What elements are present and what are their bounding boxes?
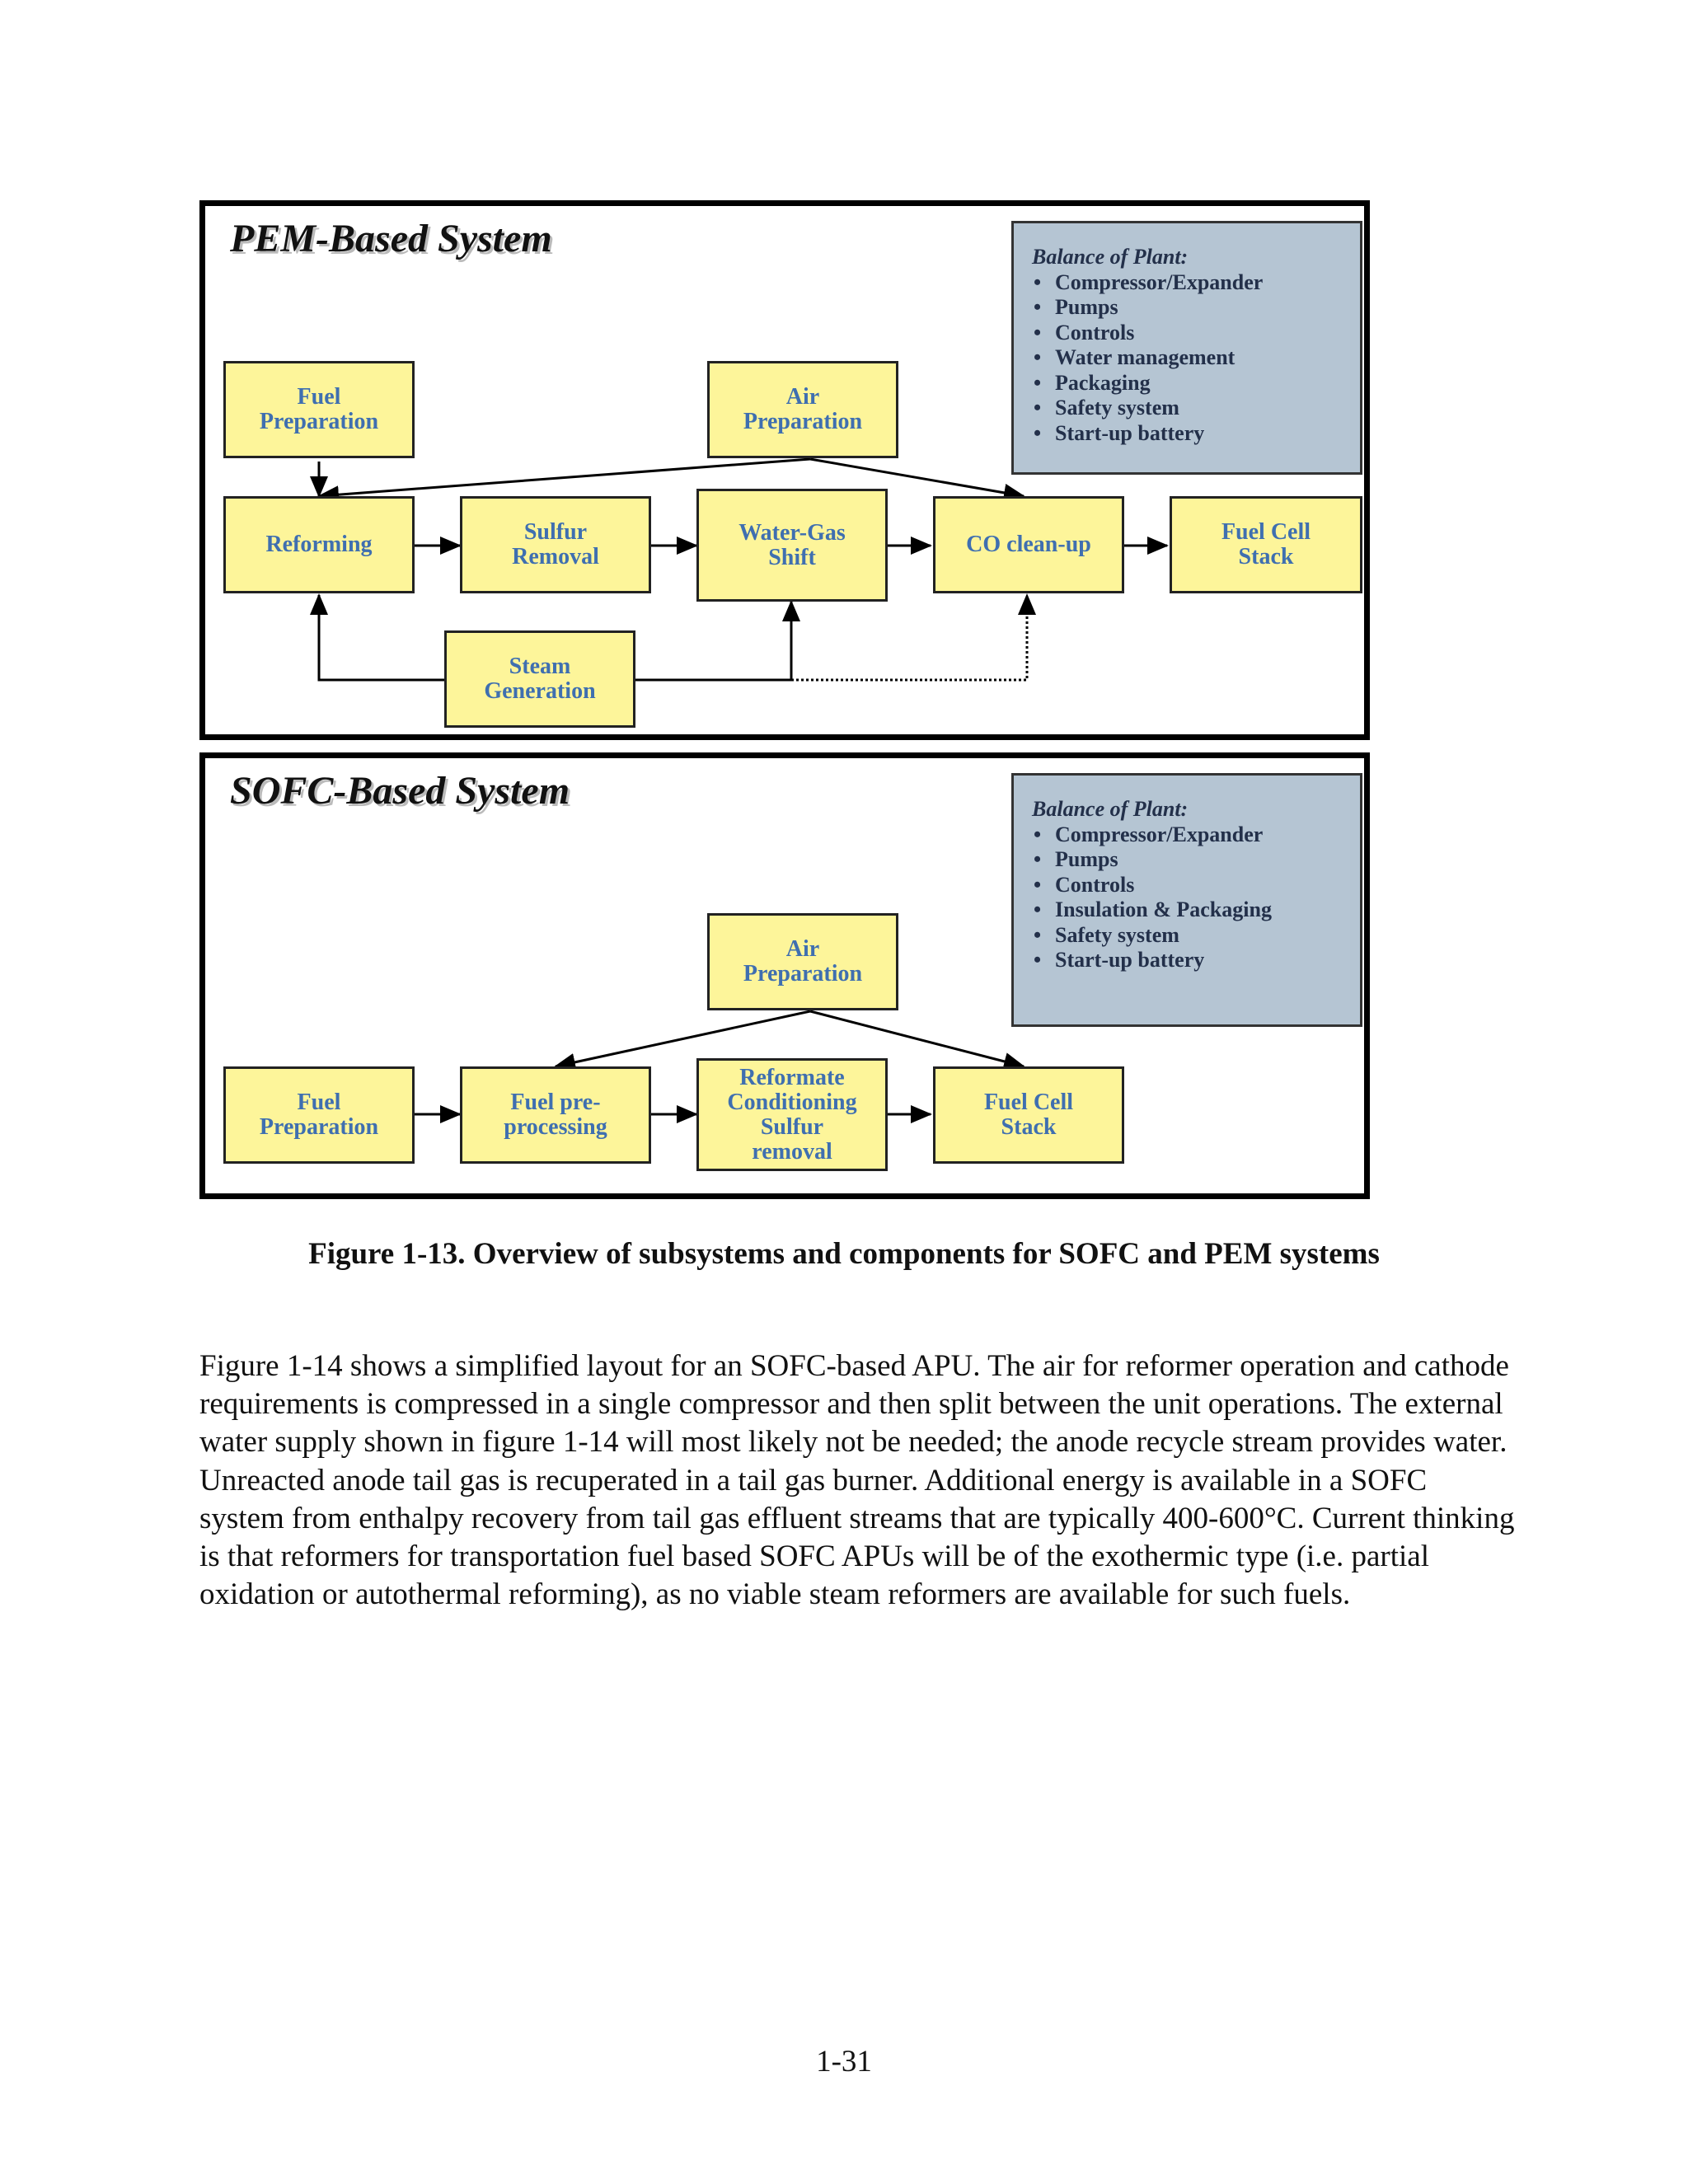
arrow-air-to-preprocessing: [554, 1010, 811, 1071]
pem-bop-item: Water management: [1032, 345, 1343, 371]
arrow-air-to-coclean: [809, 457, 1025, 502]
sofc-reformate-conditioning-block: Reformate Conditioning Sulfur removal: [696, 1058, 888, 1171]
pem-steam-generation-block: Steam Generation: [444, 630, 635, 728]
arrow-steam-to-reforming: [310, 593, 444, 682]
pem-balance-of-plant-box: Balance of Plant: Compressor/Expander Pu…: [1011, 221, 1362, 475]
sofc-bop-title: Balance of Plant:: [1032, 797, 1189, 821]
pem-bop-list: Compressor/Expander Pumps Controls Water…: [1032, 270, 1343, 447]
arrow-air-to-stack: [809, 1010, 1025, 1071]
arrow-steam-to-wgs: [634, 600, 800, 682]
pem-sulfur-removal-block: Sulfur Removal: [460, 496, 651, 593]
pem-bop-item: Controls: [1032, 321, 1343, 346]
arrow-steam-to-coclean-dotted: [791, 593, 1036, 682]
sofc-bop-item: Compressor/Expander: [1032, 823, 1343, 848]
pem-bop-item: Compressor/Expander: [1032, 270, 1343, 296]
sofc-bop-item: Pumps: [1032, 847, 1343, 873]
sofc-bop-item: Start-up battery: [1032, 948, 1343, 973]
sofc-balance-of-plant-box: Balance of Plant: Compressor/Expander Pu…: [1011, 773, 1362, 1027]
pem-flow-arrows: [310, 457, 1169, 682]
sofc-bop-item: Safety system: [1032, 923, 1343, 949]
arrow-air-to-reforming: [317, 457, 811, 504]
sofc-air-preparation-block: Air Preparation: [707, 913, 898, 1010]
pem-bop-item: Pumps: [1032, 295, 1343, 321]
figure-caption: Figure 1-13. Overview of subsystems and …: [308, 1237, 1380, 1271]
sofc-bop-item: Insulation & Packaging: [1032, 898, 1343, 923]
sofc-flow-arrows: [413, 1010, 1025, 1123]
body-paragraph: Figure 1-14 shows a simplified layout fo…: [199, 1349, 1515, 1612]
sofc-fuel-cell-stack-block: Fuel Cell Stack: [933, 1066, 1124, 1164]
sofc-system-panel: SOFC-Based System Air Preparation Fuel P…: [199, 752, 1370, 1199]
sofc-fuel-preparation-block: Fuel Preparation: [223, 1066, 415, 1164]
pem-reforming-block: Reforming: [223, 496, 415, 593]
sofc-bop-item: Controls: [1032, 873, 1343, 898]
pem-bop-item: Packaging: [1032, 371, 1343, 396]
pem-fuel-preparation-block: Fuel Preparation: [223, 361, 415, 458]
pem-panel-title: PEM-Based System: [230, 217, 552, 260]
pem-co-cleanup-block: CO clean-up: [933, 496, 1124, 593]
pem-water-gas-shift-block: Water-Gas Shift: [696, 489, 888, 602]
pem-air-preparation-block: Air Preparation: [707, 361, 898, 458]
pem-bop-title: Balance of Plant:: [1032, 245, 1189, 269]
sofc-fuel-preprocessing-block: Fuel pre- processing: [460, 1066, 651, 1164]
page-number: 1-31: [816, 2045, 872, 2079]
pem-fuel-cell-stack-block: Fuel Cell Stack: [1170, 496, 1362, 593]
pem-bop-item: Safety system: [1032, 396, 1343, 421]
pem-bop-item: Start-up battery: [1032, 421, 1343, 447]
pem-system-panel: PEM-Based System Fuel Preparation Air Pr…: [199, 200, 1370, 740]
sofc-bop-list: Compressor/Expander Pumps Controls Insul…: [1032, 823, 1343, 973]
sofc-panel-title: SOFC-Based System: [230, 769, 570, 813]
